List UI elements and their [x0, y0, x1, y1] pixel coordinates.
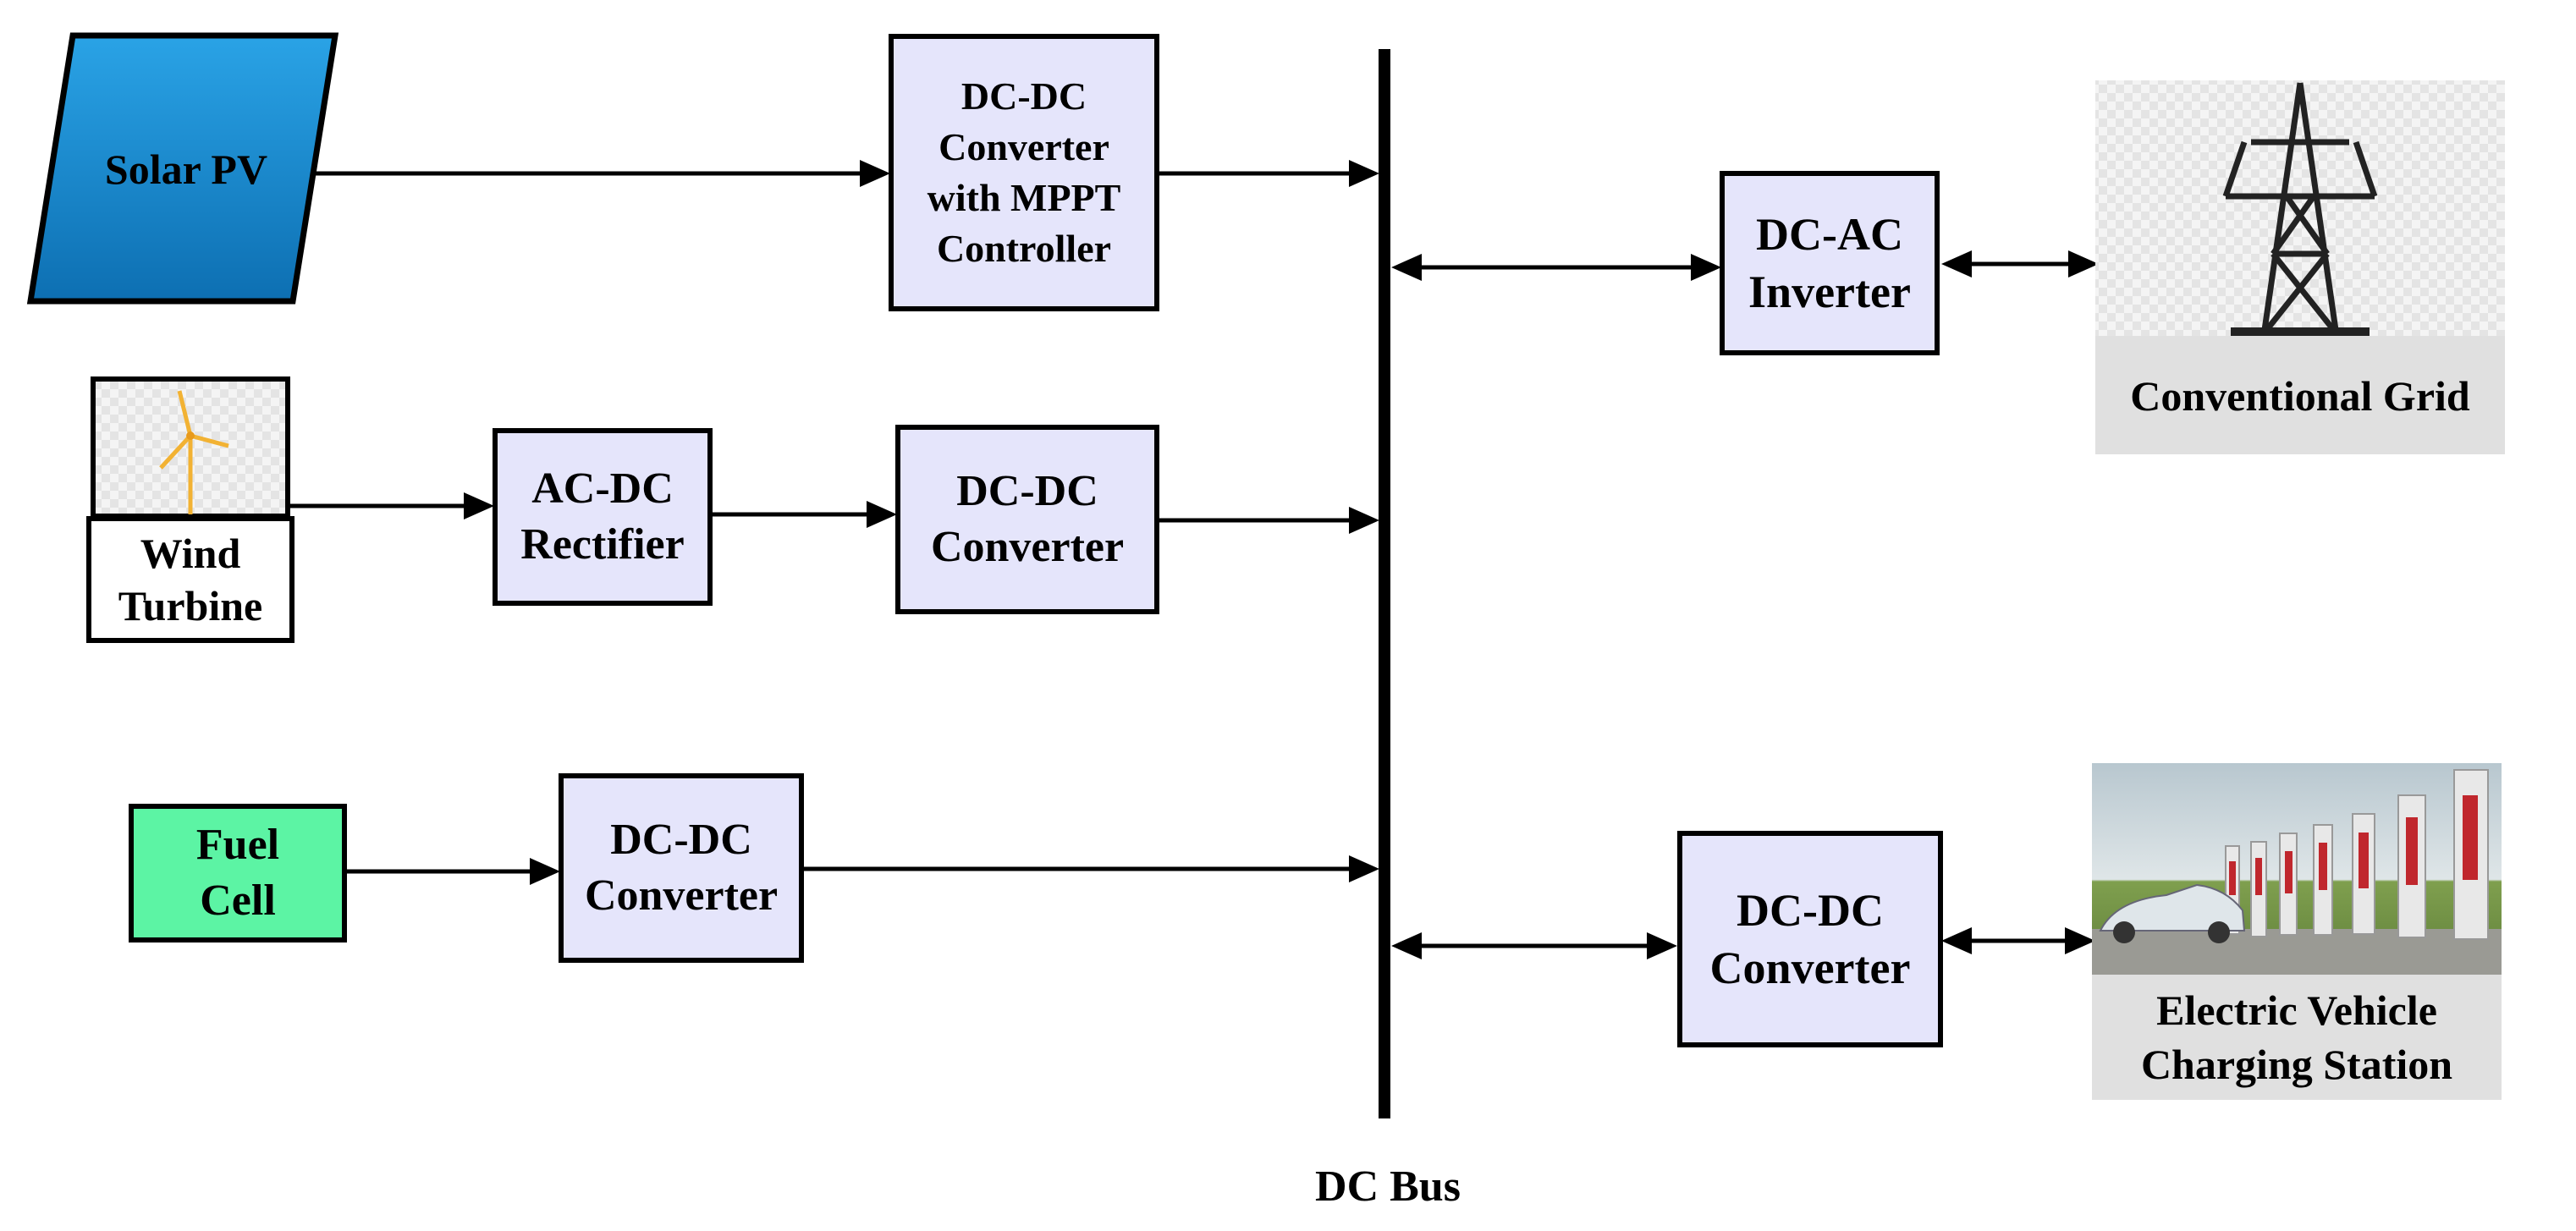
ac-dc-rectifier-box: AC-DC Rectifier: [493, 428, 713, 606]
wind-turbine-image: [91, 376, 290, 519]
fuel-dc-dc-converter-box: DC-DC Converter: [559, 773, 804, 963]
wind-turbine-label: Wind Turbine: [86, 516, 294, 643]
ev-dc-dc-converter-box: DC-DC Converter: [1677, 831, 1943, 1047]
conventional-grid-label: Conventional Grid: [2130, 372, 2470, 420]
solar-pv-shape: [26, 32, 339, 305]
wind-dc-dc-converter-box: DC-DC Converter: [895, 425, 1159, 614]
fuel-cell-box: Fuel Cell: [129, 804, 347, 942]
dc-ac-inverter-box: DC-AC Inverter: [1720, 171, 1940, 355]
mppt-converter-box: DC-DC Converter with MPPT Controller: [889, 34, 1159, 311]
ev-charging-station-label: Electric Vehicle Charging Station: [2140, 986, 2453, 1088]
ev-station-image: [2092, 763, 2502, 1100]
transmission-tower-image: [2095, 80, 2505, 454]
solar-pv-label: Solar PV: [104, 146, 268, 193]
dc-bus-label: DC Bus: [1315, 1162, 1461, 1211]
